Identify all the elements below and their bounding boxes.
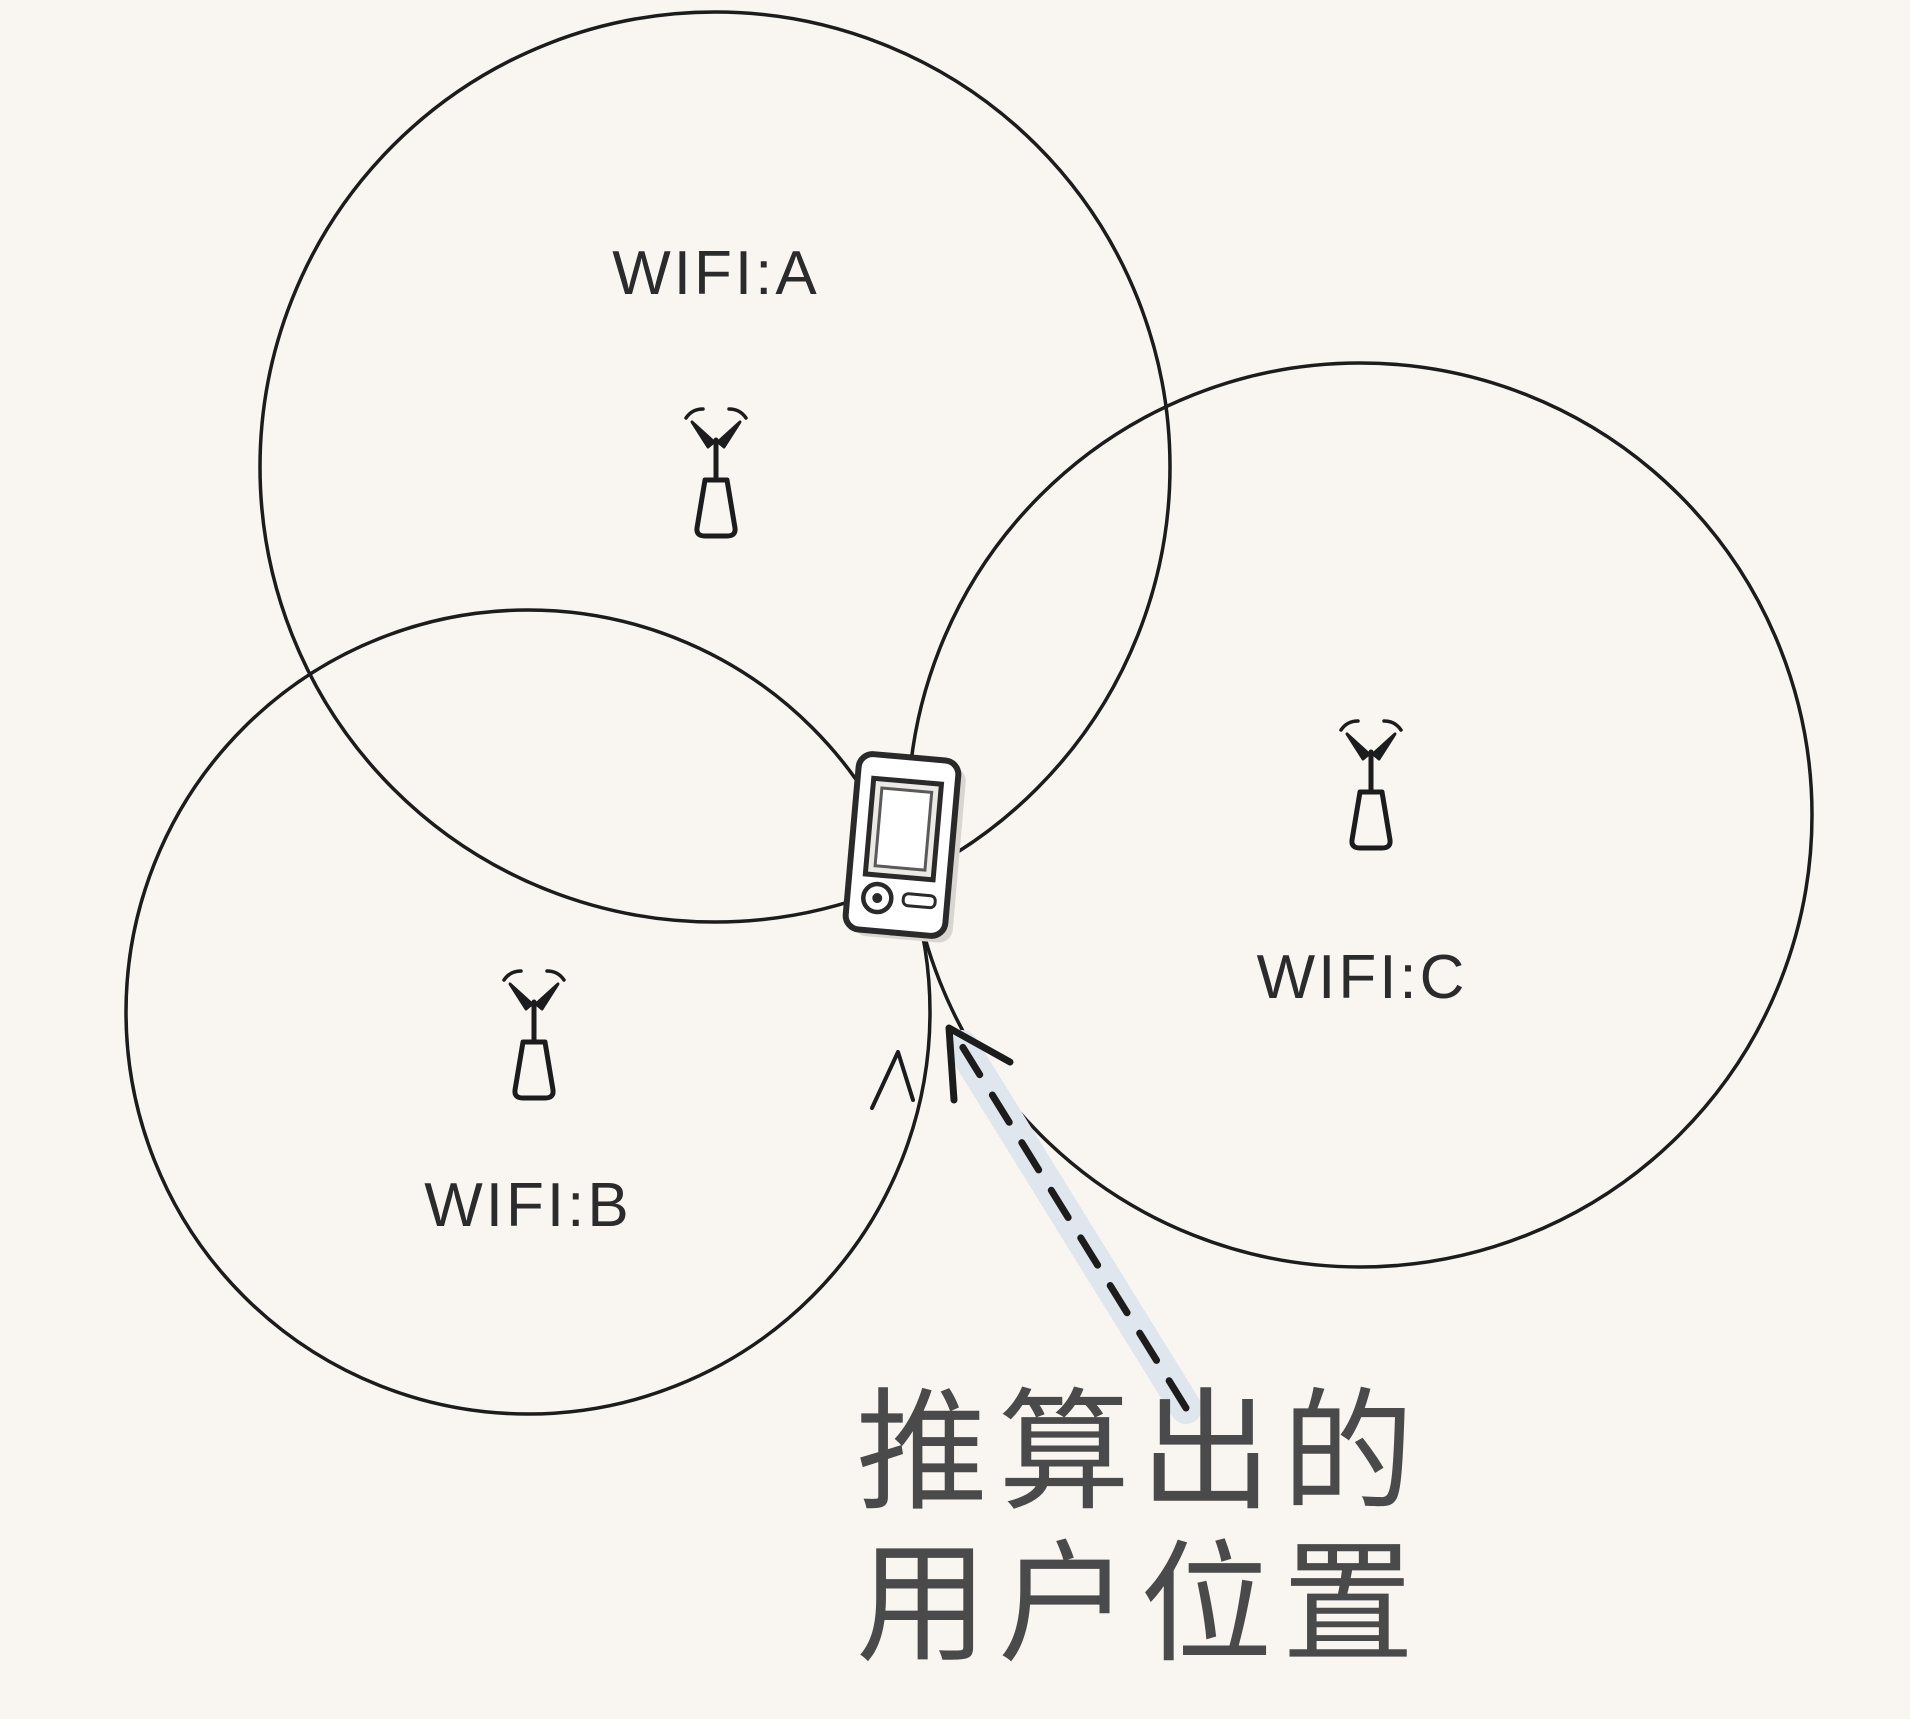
caption-line-2: 用户位置 xyxy=(856,1532,1424,1679)
estimated-user-position-caption: 推算出的 用户位置 xyxy=(856,1378,1424,1682)
wifi-b-label: WIFI:B xyxy=(424,1171,632,1240)
dashed-arrow-icon xyxy=(870,1024,1202,1424)
wifi-b-coverage-circle xyxy=(124,608,932,1416)
antenna-icon xyxy=(1341,721,1401,848)
wifi-a-coverage-circle xyxy=(258,10,1172,924)
antenna-icon xyxy=(686,409,746,536)
caption-line-1: 推算出的 xyxy=(856,1380,1424,1527)
wifi-a-label: WIFI:A xyxy=(612,239,820,308)
wifi-c-label: WIFI:C xyxy=(1256,943,1468,1012)
mobile-phone-icon xyxy=(842,751,966,943)
antenna-icon xyxy=(504,971,564,1098)
